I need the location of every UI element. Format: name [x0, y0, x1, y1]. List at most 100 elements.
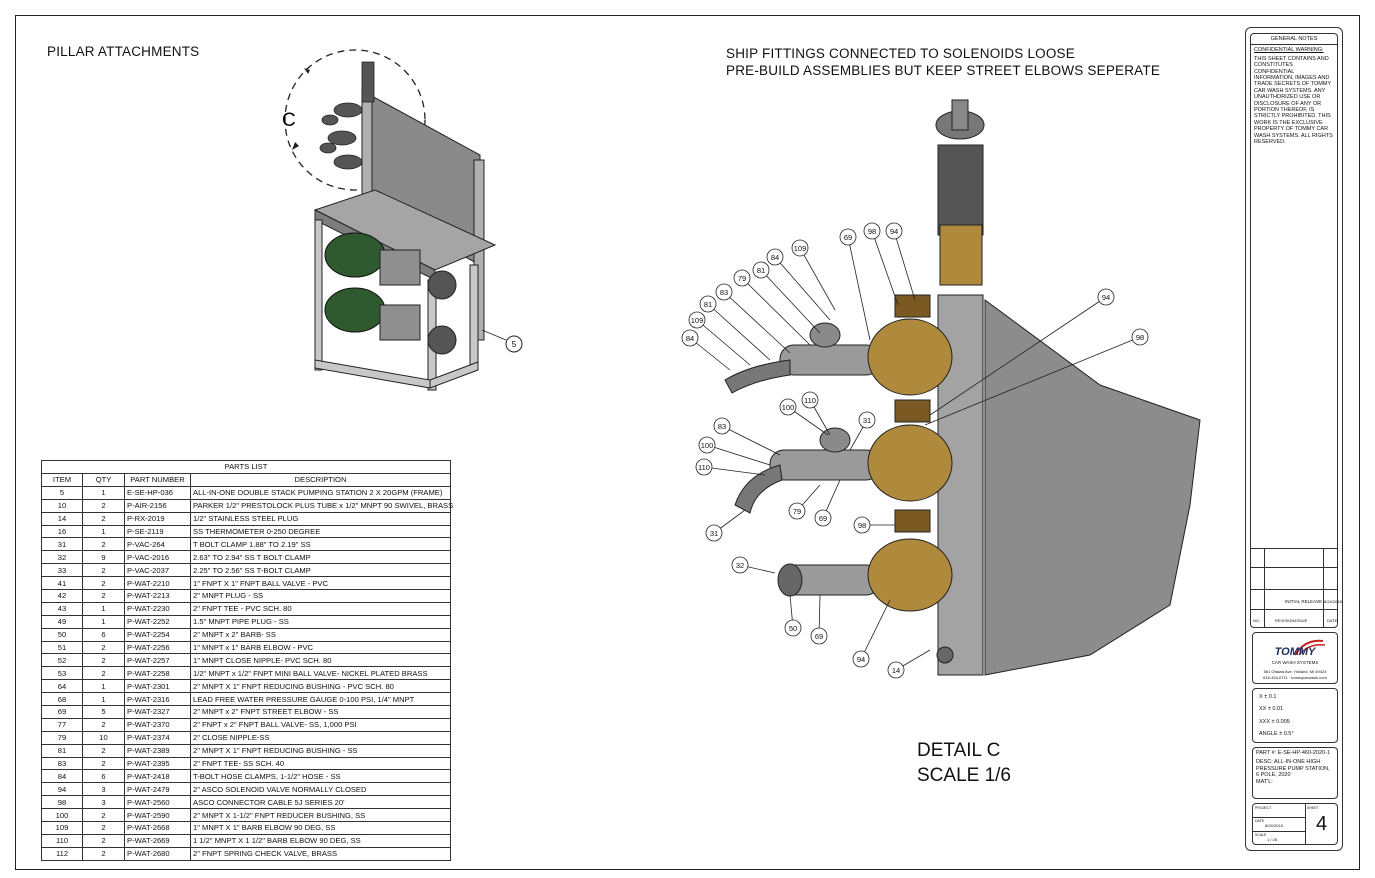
callout-label: 100: [782, 403, 795, 412]
callout-bubble: [839, 228, 857, 246]
cell-qty: 1: [82, 692, 125, 707]
cell-item: 14: [41, 511, 83, 526]
cell-part-number: P-WAT-2254: [124, 627, 191, 642]
cell-item: 49: [41, 614, 83, 629]
callout-label: 84: [771, 253, 779, 262]
callout-bubble: [752, 261, 770, 279]
callout-bubble: [715, 283, 733, 301]
cell-description: 2" MNPT x 2" FNPT STREET ELBOW - SS: [190, 705, 451, 719]
cell-description: ALL-IN-ONE DOUBLE STACK PUMPING STATION …: [190, 485, 451, 500]
callout-bubble: [699, 295, 717, 313]
cell-part-number: P-VAC-2016: [124, 550, 191, 565]
callout-bubble: [853, 516, 871, 534]
cell-qty: 2: [82, 846, 125, 861]
cell-qty: 2: [82, 743, 125, 758]
cell-item: 64: [41, 679, 83, 694]
cell-description: 2.63" TO 2.94" SS T BOLT CLAMP: [190, 550, 451, 565]
callout-leader: [689, 337, 731, 371]
cell-description: 2" FNPT x 2" FNPT BALL VALVE- SS, 1,000 …: [190, 717, 451, 732]
revision-date: 8/24/2018: [1324, 599, 1342, 604]
cell-item: 110: [41, 833, 83, 848]
company-address: 581 Ottawa Ave. Holland, MI 49423: [1263, 669, 1327, 674]
callout-bubble: [698, 436, 716, 454]
pillar-attachments-title: PILLAR ATTACHMENTS: [47, 44, 200, 59]
callout-leader: [799, 247, 836, 311]
cell-part-number: P-WAT-2252: [124, 614, 191, 629]
company-contact: 616-494-0711 · tommycarwash.com: [1263, 675, 1327, 680]
callout-bubble: [852, 650, 870, 668]
callout-label: 98: [868, 227, 876, 236]
ship-note-line1: SHIP FITTINGS CONNECTED TO SOLENOIDS LOO…: [726, 46, 1075, 61]
cell-item: 109: [41, 821, 83, 835]
cell-qty: 9: [82, 550, 125, 565]
cell-part-number: P-AIR-2156: [124, 498, 191, 513]
callout-label: 83: [720, 288, 728, 297]
cell-qty: 3: [82, 795, 125, 810]
cell-description: T BOLT CLAMP 1.88" TO 2.19" SS: [190, 537, 451, 552]
callout-bubble: [766, 248, 784, 266]
callout-bubble: [779, 398, 797, 416]
callout-bubble: [733, 269, 751, 287]
cell-qty: 5: [82, 705, 125, 719]
cell-part-number: P-WAT-2258: [124, 666, 191, 681]
cell-part-number: P-WAT-2374: [124, 730, 191, 745]
cell-description: LEAD FREE WATER PRESSURE GAUGE 0-100 PSI…: [190, 692, 451, 707]
cell-item: 112: [41, 846, 83, 861]
cell-part-number: E-SE-HP-036: [124, 485, 191, 500]
cell-description: PARKER 1/2" PRESTOLOCK PLUS TUBE x 1/2" …: [190, 498, 453, 513]
callout-label: 81: [757, 266, 765, 275]
cell-item: 33: [41, 563, 83, 578]
header-description: DESCRIPTION: [190, 473, 451, 487]
callout-leader: [703, 466, 766, 476]
sheet-label: SHEET: [1307, 806, 1319, 810]
header-item: ITEM: [41, 473, 83, 487]
cell-part-number: P-WAT-2590: [124, 808, 191, 823]
cell-description: 1" MNPT x 1" BARB ELBOW - PVC: [190, 640, 451, 655]
cell-description: SS THERMOMETER 0-250 DEGREE: [190, 524, 451, 539]
cell-qty: 6: [82, 627, 125, 642]
parts-list-table: PARTS LIST ITEM QTY PART NUMBER DESCRIPT…: [41, 460, 453, 861]
callout-leader: [871, 230, 899, 306]
callout-5-label: 5: [512, 340, 517, 349]
cell-qty: 1: [82, 679, 125, 694]
cell-item: 77: [41, 717, 83, 732]
cell-qty: 10: [82, 730, 125, 745]
cell-part-number: P-WAT-2370: [124, 717, 191, 732]
cell-part-number: P-WAT-2418: [124, 769, 191, 784]
cell-qty: 2: [82, 717, 125, 732]
cell-qty: 2: [82, 808, 125, 823]
cell-item: 68: [41, 692, 83, 707]
cell-description: 2" MNPT X 1-1/2" FNPT REDUCER BUSHING, S…: [190, 808, 451, 823]
callout-bubble: [784, 619, 802, 637]
cell-description: 2.25" TO 2.56" SS T-BOLT CLAMP: [190, 563, 451, 578]
cell-description: 2" MNPT PLUG - SS: [190, 589, 451, 603]
ship-fittings-note: SHIP FITTINGS CONNECTED TO SOLENOIDS LOO…: [726, 45, 1160, 79]
callout-bubble: [791, 239, 809, 257]
date-value: 8/24/2018: [1265, 823, 1283, 828]
cell-item: 100: [41, 808, 83, 823]
callout-label: 94: [1102, 293, 1110, 302]
cell-item: 16: [41, 524, 83, 539]
callout-leader: [706, 444, 771, 466]
cell-part-number: P-VAC-2037: [124, 563, 191, 578]
tolerance-xx: XX ± 0.01: [1259, 706, 1284, 713]
revision-desc: INITIAL RELEASE: [1285, 599, 1323, 604]
cell-qty: 1: [82, 614, 125, 629]
cell-description: 2" FNPT SPRING CHECK VALVE, BRASS: [190, 846, 451, 861]
callout-label: 81: [704, 300, 712, 309]
ship-note-line2: PRE-BUILD ASSEMBLIES BUT KEEP STREET ELB…: [726, 63, 1161, 78]
cell-description: 1/2" MNPT x 1/2" FNPT MINI BALL VALVE- N…: [190, 666, 451, 681]
callout-label: 94: [890, 227, 898, 236]
cell-description: 2" MNPT X 1" FNPT REDUCING BUSHING - PVC…: [190, 679, 451, 694]
callout-bubble: [863, 222, 881, 240]
